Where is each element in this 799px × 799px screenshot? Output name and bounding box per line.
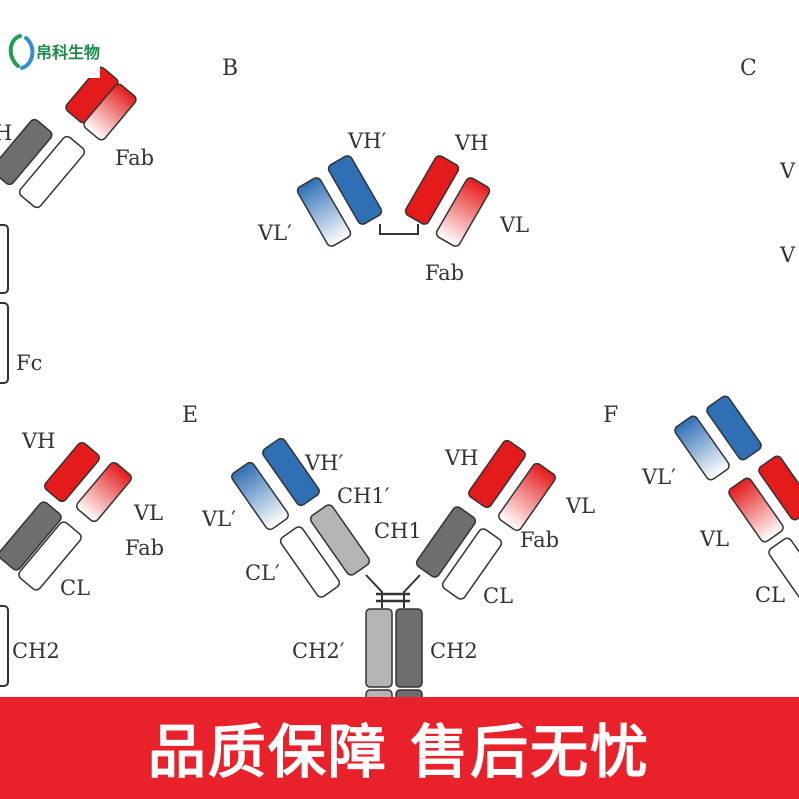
e-ch2-prime-label: CH2′ — [292, 639, 345, 663]
b-vl-prime-domain — [296, 177, 352, 247]
f-vl-prime-domain — [674, 415, 730, 481]
e-ch1-prime-domain — [309, 504, 371, 576]
d-ch1-domain — [0, 501, 62, 571]
e-vh-prime-label: VH′ — [304, 451, 343, 475]
panel-f: F VL′ VL CL — [603, 395, 799, 607]
e-ch1-label: CH1 — [374, 519, 422, 543]
f-vh-domain — [758, 455, 799, 521]
d-vl-label: VL — [133, 501, 163, 525]
d-vh-domain — [44, 441, 100, 503]
a-fc-label: Fc — [16, 351, 42, 375]
panel-e-letter: E — [182, 403, 198, 428]
e-vl-domain — [498, 462, 556, 532]
f-vl-label: VL — [699, 527, 729, 551]
b-vl-domain — [435, 177, 491, 247]
d-cl-domain — [18, 521, 82, 591]
banner-text: 品质保障 售后无忧 — [148, 718, 650, 786]
e-ch2-domain — [395, 608, 423, 688]
e-vl-prime-domain — [231, 461, 289, 531]
a-fab-label: Fab — [115, 146, 154, 170]
a-h-label: H — [0, 121, 12, 145]
b-vh-prime-label: VH′ — [347, 129, 386, 153]
logo-background — [0, 24, 100, 78]
e-vh-label: VH — [444, 446, 478, 470]
d-vh-label: VH — [21, 429, 55, 453]
e-cl-prime-label: CL′ — [245, 561, 280, 585]
d-ch2-label: CH2 — [12, 639, 60, 663]
b-vl-label: VL — [499, 213, 529, 237]
e-vl-label: VL — [565, 494, 595, 518]
b-vh-prime-domain — [327, 155, 383, 225]
d-fab-label: Fab — [125, 536, 164, 560]
e-vh-prime-domain — [262, 437, 320, 507]
brand-logo: 帛科生物 — [0, 24, 100, 78]
e-fab-label: Fab — [520, 528, 559, 552]
e-vh-domain — [468, 439, 526, 509]
e-cl-domain — [441, 528, 503, 600]
e-hinge-right — [403, 574, 421, 608]
b-vh-domain — [404, 155, 460, 225]
d-cl-label: CL — [60, 576, 90, 600]
panel-b: B VH′ VH VL′ VL Fab — [222, 56, 529, 285]
e-cl-prime-domain — [279, 526, 341, 598]
d-vl-domain — [76, 461, 132, 523]
banner-background — [0, 697, 799, 799]
e-ch1-domain — [415, 506, 477, 578]
d-ch2-domain — [0, 605, 9, 687]
f-vh-prime-domain — [706, 395, 762, 461]
a-fc-lower-domain — [0, 302, 9, 384]
promo-banner: 品质保障 售后无忧 — [0, 697, 799, 799]
e-vl-prime-label: VL′ — [201, 507, 236, 531]
e-ch1-prime-label: CH1′ — [337, 484, 390, 508]
leaf-logo-icon — [8, 34, 35, 70]
panel-e: E — [182, 403, 595, 711]
e-hinge-left — [365, 574, 383, 608]
c-v-label-2: V — [779, 243, 796, 267]
f-cl-label: CL — [755, 583, 785, 607]
e-ch2-prime-domain — [365, 608, 393, 688]
c-v-label-1: V — [779, 159, 796, 183]
b-vh-label: VH — [454, 131, 488, 155]
logo-text: 帛科生物 — [36, 43, 100, 62]
panel-f-letter: F — [603, 403, 618, 428]
b-vl-prime-label: VL′ — [257, 221, 292, 245]
a-light-constant-domain — [18, 135, 86, 209]
f-vl-prime-label: VL′ — [641, 465, 676, 489]
f-cl-domain — [768, 537, 799, 603]
f-vl-domain — [728, 477, 784, 543]
b-fab-label: Fab — [425, 261, 464, 285]
b-linker — [379, 224, 419, 235]
panel-c-letter: C — [740, 56, 757, 81]
panel-a: Fab Fc H — [0, 66, 154, 384]
panel-d: VH VL Fab CL CH2 — [0, 429, 164, 687]
a-light-variable-domain — [83, 83, 137, 141]
panel-b-letter: B — [222, 56, 238, 81]
panel-c: C V V — [740, 56, 796, 267]
a-fc-upper-domain — [0, 224, 9, 294]
a-heavy-constant-domain — [0, 118, 53, 186]
e-cl-label: CL — [483, 584, 513, 608]
e-ch2-label: CH2 — [430, 639, 478, 663]
